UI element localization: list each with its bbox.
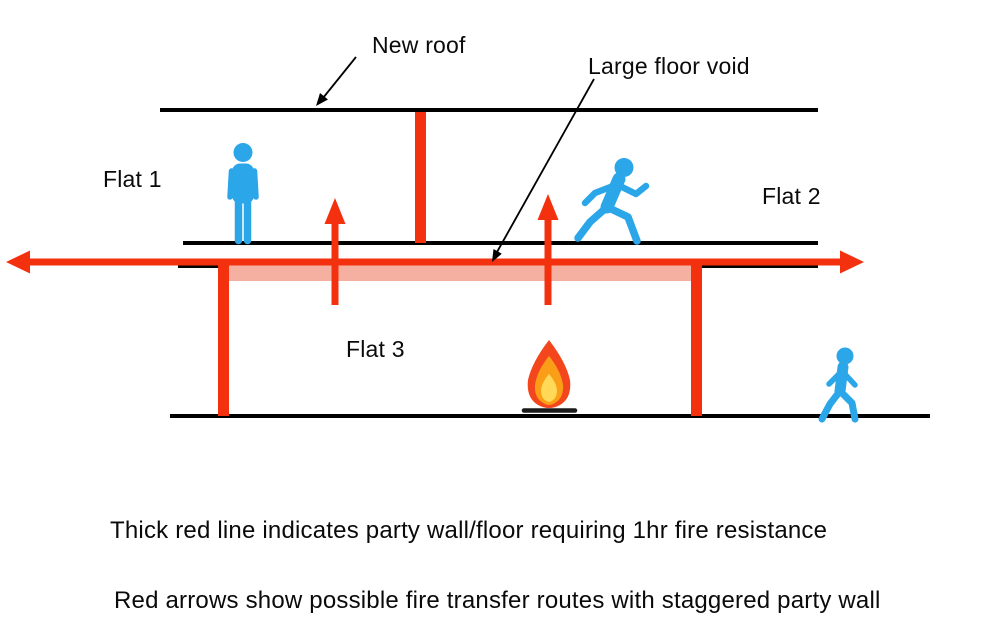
running-person-leg-back [574, 203, 611, 242]
walking-person-icon [818, 347, 859, 423]
standing-person-icon [227, 143, 259, 245]
running-person-arm-back [581, 182, 617, 207]
up-fire-arrow-left [324, 198, 346, 305]
horizontal-fire-arrow-head-left [6, 250, 30, 274]
standing-person-arm-right [251, 168, 259, 200]
running-person-head [614, 158, 634, 177]
up-fire-arrow-right-head [537, 194, 559, 220]
lower-party-wall-right [691, 264, 702, 416]
party-walls [218, 112, 702, 416]
up-fire-arrow-right [537, 194, 559, 305]
flat3-label: Flat 3 [346, 336, 405, 362]
horizontal-fire-arrow [6, 250, 864, 274]
standing-person-arm-left [227, 168, 235, 200]
lower-party-wall-left [218, 264, 229, 416]
caption-red-arrows: Red arrows show possible fire transfer r… [114, 587, 881, 614]
floor-void-pointer-line [496, 78, 595, 253]
standing-person-torso [232, 163, 254, 204]
fire-icon [521, 340, 578, 413]
new-roof-pointer-head [316, 93, 328, 106]
annotation-pointers [316, 56, 595, 262]
standing-person-head [233, 143, 253, 162]
walking-person-leg-front [836, 387, 859, 423]
horizontal-fire-arrow-head-right [840, 250, 864, 274]
flame-inner [541, 374, 557, 402]
running-person-icon [574, 158, 650, 245]
new-roof-pointer-line [322, 56, 357, 99]
running-person-leg-front [603, 203, 641, 245]
flat2-label: Flat 2 [762, 183, 821, 209]
new-roof-label: New roof [372, 32, 466, 58]
walking-person-head [836, 347, 854, 365]
large-floor-void-label: Large floor void [588, 53, 750, 79]
floor-void-band [222, 264, 702, 281]
floor-void-pointer-head [492, 249, 502, 262]
up-fire-arrow-left-head [324, 198, 346, 224]
walking-person-leg-back [818, 387, 844, 423]
structure-lines [160, 108, 930, 418]
walking-person-arm-back [826, 368, 845, 387]
running-person-arm-front [612, 180, 650, 198]
upper-party-wall [415, 112, 426, 243]
caption-red-line: Thick red line indicates party wall/floo… [110, 517, 828, 544]
flat1-label: Flat 1 [103, 166, 162, 192]
walking-person-arm-front [839, 368, 858, 388]
fire-transfer-arrows [6, 194, 864, 305]
